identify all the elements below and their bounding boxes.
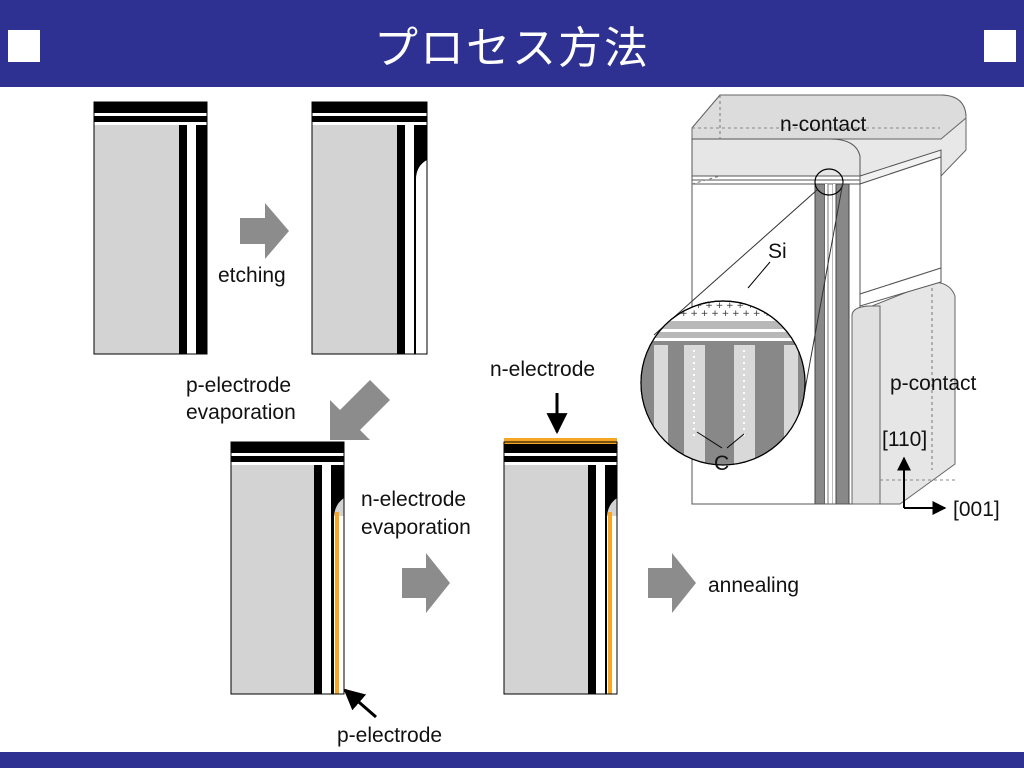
p-electrode-pointer-arrow [343,688,377,719]
label-etching: etching [218,264,286,287]
label-si: Si [768,240,787,263]
svg-text:+ + + + + + + + + +: + + + + + + + + + + [674,301,775,311]
arrow-down-left-p-electrode [330,380,390,440]
arrow-right-n-electrode [402,553,450,613]
label-p-electrode-evaporation-line2: evaporation [186,401,296,424]
label-n-electrode-evaporation-line1: n-electrode [361,488,466,511]
step2-etched-structure [311,101,428,355]
arrow-right-annealing [648,553,696,613]
bottom-bar [0,752,1024,768]
step1-structure [93,101,208,355]
label-n-electrode-evaporation-line2: evaporation [361,516,471,539]
title-bar: プロセス方法 [0,0,1024,87]
label-annealing: annealing [708,574,799,597]
title-square-right [984,30,1016,62]
label-direction-110: [110] [882,428,927,451]
label-direction-001: [001] [953,498,1000,521]
svg-text:+ + + + + + + + +: + + + + + + + + + [680,309,771,319]
step4-n-electrode-structure [503,438,618,695]
label-p-contact: p-contact [890,372,977,395]
label-p-electrode-evaporation-line1: p-electrode [186,374,291,397]
arrow-right-etching [240,203,289,259]
label-n-electrode: n-electrode [490,358,595,381]
label-c: C [714,452,729,475]
label-p-electrode: p-electrode [337,724,442,747]
svg-text:+ + + + + + + + +: + + + + + + + + + [680,293,771,303]
step3-p-electrode-structure [230,441,345,695]
title-square-left [8,30,40,62]
page-title: プロセス方法 [374,22,650,74]
label-n-contact: n-contact [780,113,867,136]
magnified-cross-section: + + + + + + + + + + + + + + + + + + + + … [640,261,806,466]
direction-axes [897,456,947,515]
